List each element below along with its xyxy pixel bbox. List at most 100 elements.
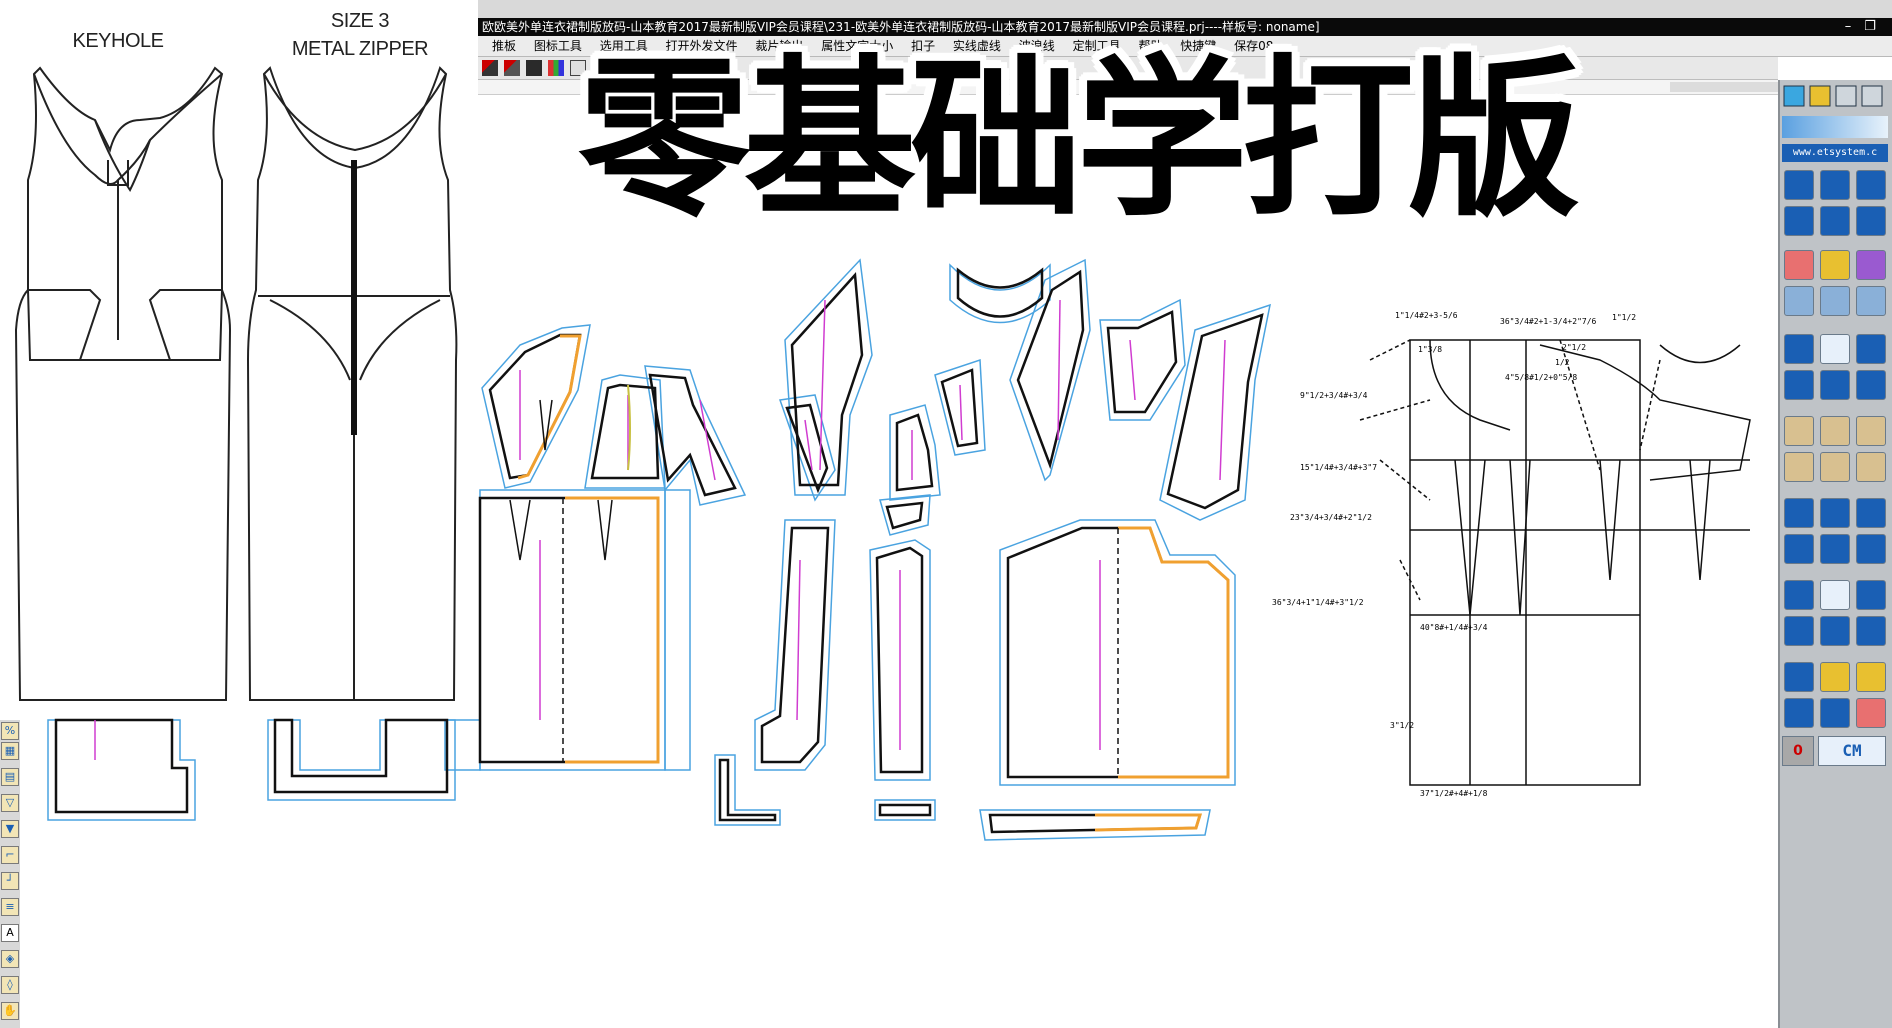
draft-label: 1"1/2 bbox=[1612, 313, 1636, 322]
menu-item-打开外发文件[interactable]: 打开外发文件 bbox=[665, 39, 738, 53]
left-tool-text-icon[interactable]: A bbox=[1, 924, 19, 942]
restore-icon[interactable]: ❐ bbox=[1864, 19, 1876, 34]
tool-leg-icon[interactable] bbox=[1856, 616, 1886, 646]
ruler-marker bbox=[1670, 82, 1778, 92]
seam-allowance-lines bbox=[47, 258, 1271, 841]
tool-pocket-icon[interactable] bbox=[1784, 370, 1814, 400]
tool-spiral-icon[interactable] bbox=[1856, 334, 1886, 364]
left-tool-stack-icon[interactable]: ≡ bbox=[1, 898, 19, 916]
tool-move-icon[interactable] bbox=[1820, 250, 1850, 280]
palette-header-icons bbox=[1783, 85, 1883, 107]
left-tool-fill-icon[interactable]: ◈ bbox=[1, 950, 19, 968]
tool-cross-icon[interactable] bbox=[1820, 206, 1850, 236]
counter-badge: 0 bbox=[1782, 736, 1814, 766]
draw-line-icon[interactable] bbox=[482, 60, 498, 76]
draft-label: 2"1/2 bbox=[1562, 343, 1586, 352]
tool-camera-icon[interactable] bbox=[1784, 580, 1814, 610]
tool-sewing-icon[interactable] bbox=[1784, 334, 1814, 364]
tool-rotate-icon[interactable] bbox=[1856, 250, 1886, 280]
menu-item-推板[interactable]: 推板 bbox=[492, 39, 517, 53]
tool-grab-icon[interactable] bbox=[1820, 416, 1850, 446]
tool-hammer-icon[interactable] bbox=[1784, 286, 1814, 316]
tool-skirt-icon[interactable] bbox=[1820, 580, 1850, 610]
tool-sleeve-icon[interactable] bbox=[1820, 370, 1850, 400]
tool-mountain-icon[interactable] bbox=[1820, 534, 1850, 564]
tool-arrow-icon[interactable] bbox=[1856, 206, 1886, 236]
yellow-dart bbox=[627, 384, 631, 471]
tool-grid-icon[interactable] bbox=[1856, 498, 1886, 528]
draft-label: 15"1/4#+3/4#+3"7 bbox=[1300, 463, 1377, 472]
left-tool-step-icon[interactable]: ⌐ bbox=[1, 846, 19, 864]
left-tool-notch-icon[interactable]: ▽ bbox=[1, 794, 19, 812]
tool-magic-icon[interactable] bbox=[1856, 662, 1886, 692]
menu-item-波浪线[interactable]: 波浪线 bbox=[1018, 39, 1055, 53]
tool-notch-icon[interactable] bbox=[1820, 452, 1850, 482]
select-icon[interactable] bbox=[570, 60, 586, 76]
menu-item-扣子[interactable]: 扣子 bbox=[911, 39, 936, 53]
menu-item-定制工具[interactable]: 定制工具 bbox=[1072, 39, 1121, 53]
tool-bottle-icon[interactable] bbox=[1820, 334, 1850, 364]
tool-pleat-icon[interactable] bbox=[1856, 416, 1886, 446]
menu-item-保存08[interactable]: 保存08 bbox=[1234, 39, 1274, 53]
draft-label: 36"3/4+1"1/4#+3"1/2 bbox=[1272, 598, 1364, 607]
menu-item-选用工具[interactable]: 选用工具 bbox=[599, 39, 648, 53]
tool-wave-icon[interactable] bbox=[1856, 698, 1886, 728]
tool-cut-icon[interactable] bbox=[1820, 286, 1850, 316]
draft-label: 4"5/8#1/2+0"5/8 bbox=[1505, 373, 1577, 382]
tool-pen-icon[interactable] bbox=[1784, 250, 1814, 280]
tool-scissors-icon[interactable] bbox=[1856, 170, 1886, 200]
keyhole-label: KEYHOLE bbox=[72, 30, 164, 52]
tool-calculator-icon[interactable] bbox=[1820, 698, 1850, 728]
left-tool-pin-icon[interactable]: ◊ bbox=[1, 976, 19, 994]
tool-corner-icon[interactable] bbox=[1856, 534, 1886, 564]
tool-marker-icon[interactable] bbox=[1784, 698, 1814, 728]
left-tool-hand-icon[interactable]: ✋ bbox=[1, 1002, 19, 1020]
tool-slant-icon[interactable] bbox=[1856, 452, 1886, 482]
left-tool-grid-icon[interactable]: ▦ bbox=[1, 742, 19, 760]
draft-label: 36"3/4#2+1-3/4+2"7/6 bbox=[1500, 317, 1597, 326]
tool-curve-icon[interactable] bbox=[1820, 170, 1850, 200]
menu-item-属性文字大小[interactable]: 属性文字大小 bbox=[821, 39, 894, 53]
hero-title: 零基础学打版 bbox=[578, 39, 1580, 240]
tool-hand2-icon[interactable] bbox=[1784, 616, 1814, 646]
tool-save-icon[interactable] bbox=[1820, 498, 1850, 528]
tool-fold-icon[interactable] bbox=[1856, 370, 1886, 400]
draft-label: 1"1/4#2+3-5/6 bbox=[1395, 311, 1458, 320]
draft-labels: 1"1/4#2+3-5/6 36"3/4#2+1-3/4+2"7/6 1"1/2… bbox=[1272, 311, 1636, 798]
menu-item-裁片输出[interactable]: 裁片输出 bbox=[755, 39, 804, 53]
minimize-icon[interactable]: – bbox=[1844, 19, 1852, 34]
tool-print-icon[interactable] bbox=[1784, 498, 1814, 528]
size-label: SIZE 3 bbox=[330, 10, 390, 32]
draft-label: 40"8#+1/4#+3/4 bbox=[1420, 623, 1488, 632]
window-title-prefix: 欧 bbox=[482, 20, 495, 34]
menu-bar: 推板 图标工具 选用工具 打开外发文件 裁片输出 属性文字大小 扣子 实线虚线 … bbox=[478, 36, 1892, 57]
highlight-halves bbox=[517, 334, 1230, 832]
tool-split-icon[interactable] bbox=[1820, 616, 1850, 646]
tool-shoe-icon[interactable] bbox=[1856, 286, 1886, 316]
left-tool-dart-icon[interactable]: ▼ bbox=[1, 820, 19, 838]
pattern-canvas[interactable]: 1"1/4#2+3-5/6 36"3/4#2+1-3/4+2"7/6 1"1/2… bbox=[0, 0, 1778, 1028]
tool-panel-icon[interactable] bbox=[1856, 580, 1886, 610]
dress-sketch bbox=[14, 66, 458, 701]
menu-item-帮助[interactable]: 帮助 bbox=[1138, 39, 1163, 53]
app-titlebar bbox=[478, 0, 1892, 18]
tool-arc-icon[interactable] bbox=[1784, 206, 1814, 236]
color-icon[interactable] bbox=[548, 60, 564, 76]
palette-url: www.etsystem.c bbox=[1782, 144, 1888, 162]
tool-measure-icon[interactable] bbox=[1784, 170, 1814, 200]
tool-hand-icon[interactable] bbox=[1784, 416, 1814, 446]
draft-label: 9"1/2+3/4#+3/4 bbox=[1300, 391, 1368, 400]
left-tool-line-icon[interactable]: ┘ bbox=[1, 872, 19, 890]
unit-toggle-button[interactable]: CM bbox=[1818, 736, 1886, 766]
menu-item-图标工具[interactable]: 图标工具 bbox=[533, 39, 582, 53]
pencil-icon[interactable] bbox=[504, 60, 520, 76]
tool-zoom-icon[interactable] bbox=[1784, 662, 1814, 692]
tool-dart-icon[interactable] bbox=[1784, 452, 1814, 482]
tool-shape-icon[interactable] bbox=[1784, 534, 1814, 564]
ruler-icon[interactable] bbox=[526, 60, 542, 76]
menu-item-快捷键[interactable]: 快捷键 bbox=[1180, 39, 1217, 53]
left-tool-table-icon[interactable]: ▤ bbox=[1, 768, 19, 786]
tool-triangle-icon[interactable] bbox=[1820, 662, 1850, 692]
menu-item-实线虚线[interactable]: 实线虚线 bbox=[952, 39, 1001, 53]
left-tool-ruler-icon[interactable]: % bbox=[1, 722, 19, 740]
